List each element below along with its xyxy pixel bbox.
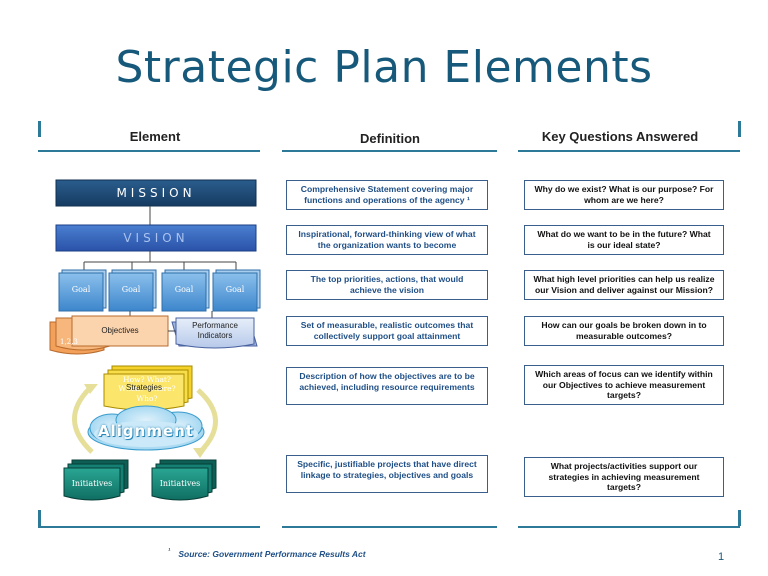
goal-label-4: Goal (225, 285, 245, 294)
header-left-bar (38, 121, 41, 137)
header-element: Element (129, 129, 181, 144)
mission-label: Mission (116, 186, 196, 200)
goal-box-4 (212, 269, 261, 312)
footnote-text: Source: Government Performance Results A… (178, 548, 366, 559)
strategies-back-label: How? What? When? Where? Who? (118, 375, 176, 403)
footer-right-bar (738, 510, 741, 526)
strategies-label: Strategies (125, 383, 163, 392)
initiatives-stack-2 (151, 459, 217, 501)
question-mission: Why do we exist? What is our purpose? Fo… (524, 180, 724, 210)
question-initiatives: What projects/activities support our str… (524, 457, 724, 497)
separator-bottom-element (38, 526, 260, 528)
footnote-mark: ¹ (168, 548, 171, 555)
question-strategies: Which areas of focus can we identify wit… (524, 365, 724, 405)
definition-strategies: Description of how the objectives are to… (286, 367, 488, 405)
page-number: 1 (718, 551, 725, 563)
vision-bar (55, 224, 257, 252)
strategies-stack (103, 365, 193, 411)
goal-box-1 (58, 269, 107, 312)
alignment-arrow-left (72, 386, 94, 454)
mission-bar (55, 179, 257, 207)
vision-label: Vision (123, 231, 189, 245)
goal-label-2: Goal (121, 285, 141, 294)
alignment-arrow-right (196, 388, 218, 454)
goal-box-2 (108, 269, 157, 312)
goal-box-3 (161, 269, 210, 312)
goal-label-3: Goal (174, 285, 194, 294)
definition-initiatives: Specific, justifiable projects that have… (286, 455, 488, 493)
separator-top-definition (282, 150, 497, 152)
objectives-back-label: 1,2,3 (60, 338, 78, 346)
footnote: ¹ Source: Government Performance Results … (168, 548, 366, 559)
goal-label-1: Goal (71, 285, 91, 294)
header-questions: Key Questions Answered (541, 129, 699, 144)
alignment-cloud (87, 405, 205, 451)
definition-vision: Inspirational, forward-thinking view of … (286, 225, 488, 255)
page-title: Strategic Plan Elements (115, 42, 653, 93)
footer-left-bar (38, 510, 41, 526)
initiatives-label-1: Initiatives (71, 479, 113, 488)
header-right-bar (738, 121, 741, 137)
objectives-label: Objectives (101, 326, 139, 335)
header-definition: Definition (360, 131, 420, 146)
separator-top-questions (518, 150, 740, 152)
question-vision: What do we want to be in the future? Wha… (524, 225, 724, 255)
question-objectives: How can our goals be broken down in to m… (524, 316, 724, 346)
separator-top-element (38, 150, 260, 152)
definition-objectives: Set of measurable, realistic outcomes th… (286, 316, 488, 346)
objectives-stack (49, 315, 169, 355)
alignment-label: Alignment (98, 422, 194, 440)
performance-indicators-box (171, 317, 258, 349)
definition-goals: The top priorities, actions, that would … (286, 270, 488, 300)
definition-mission: Comprehensive Statement covering major f… (286, 180, 488, 210)
performance-indicators-label: Performance Indicators (192, 321, 238, 340)
initiatives-label-2: Initiatives (159, 479, 201, 488)
question-goals: What high level priorities can help us r… (524, 270, 724, 300)
initiatives-stack-1 (63, 459, 129, 501)
separator-bottom-questions (518, 526, 740, 528)
separator-bottom-definition (282, 526, 497, 528)
